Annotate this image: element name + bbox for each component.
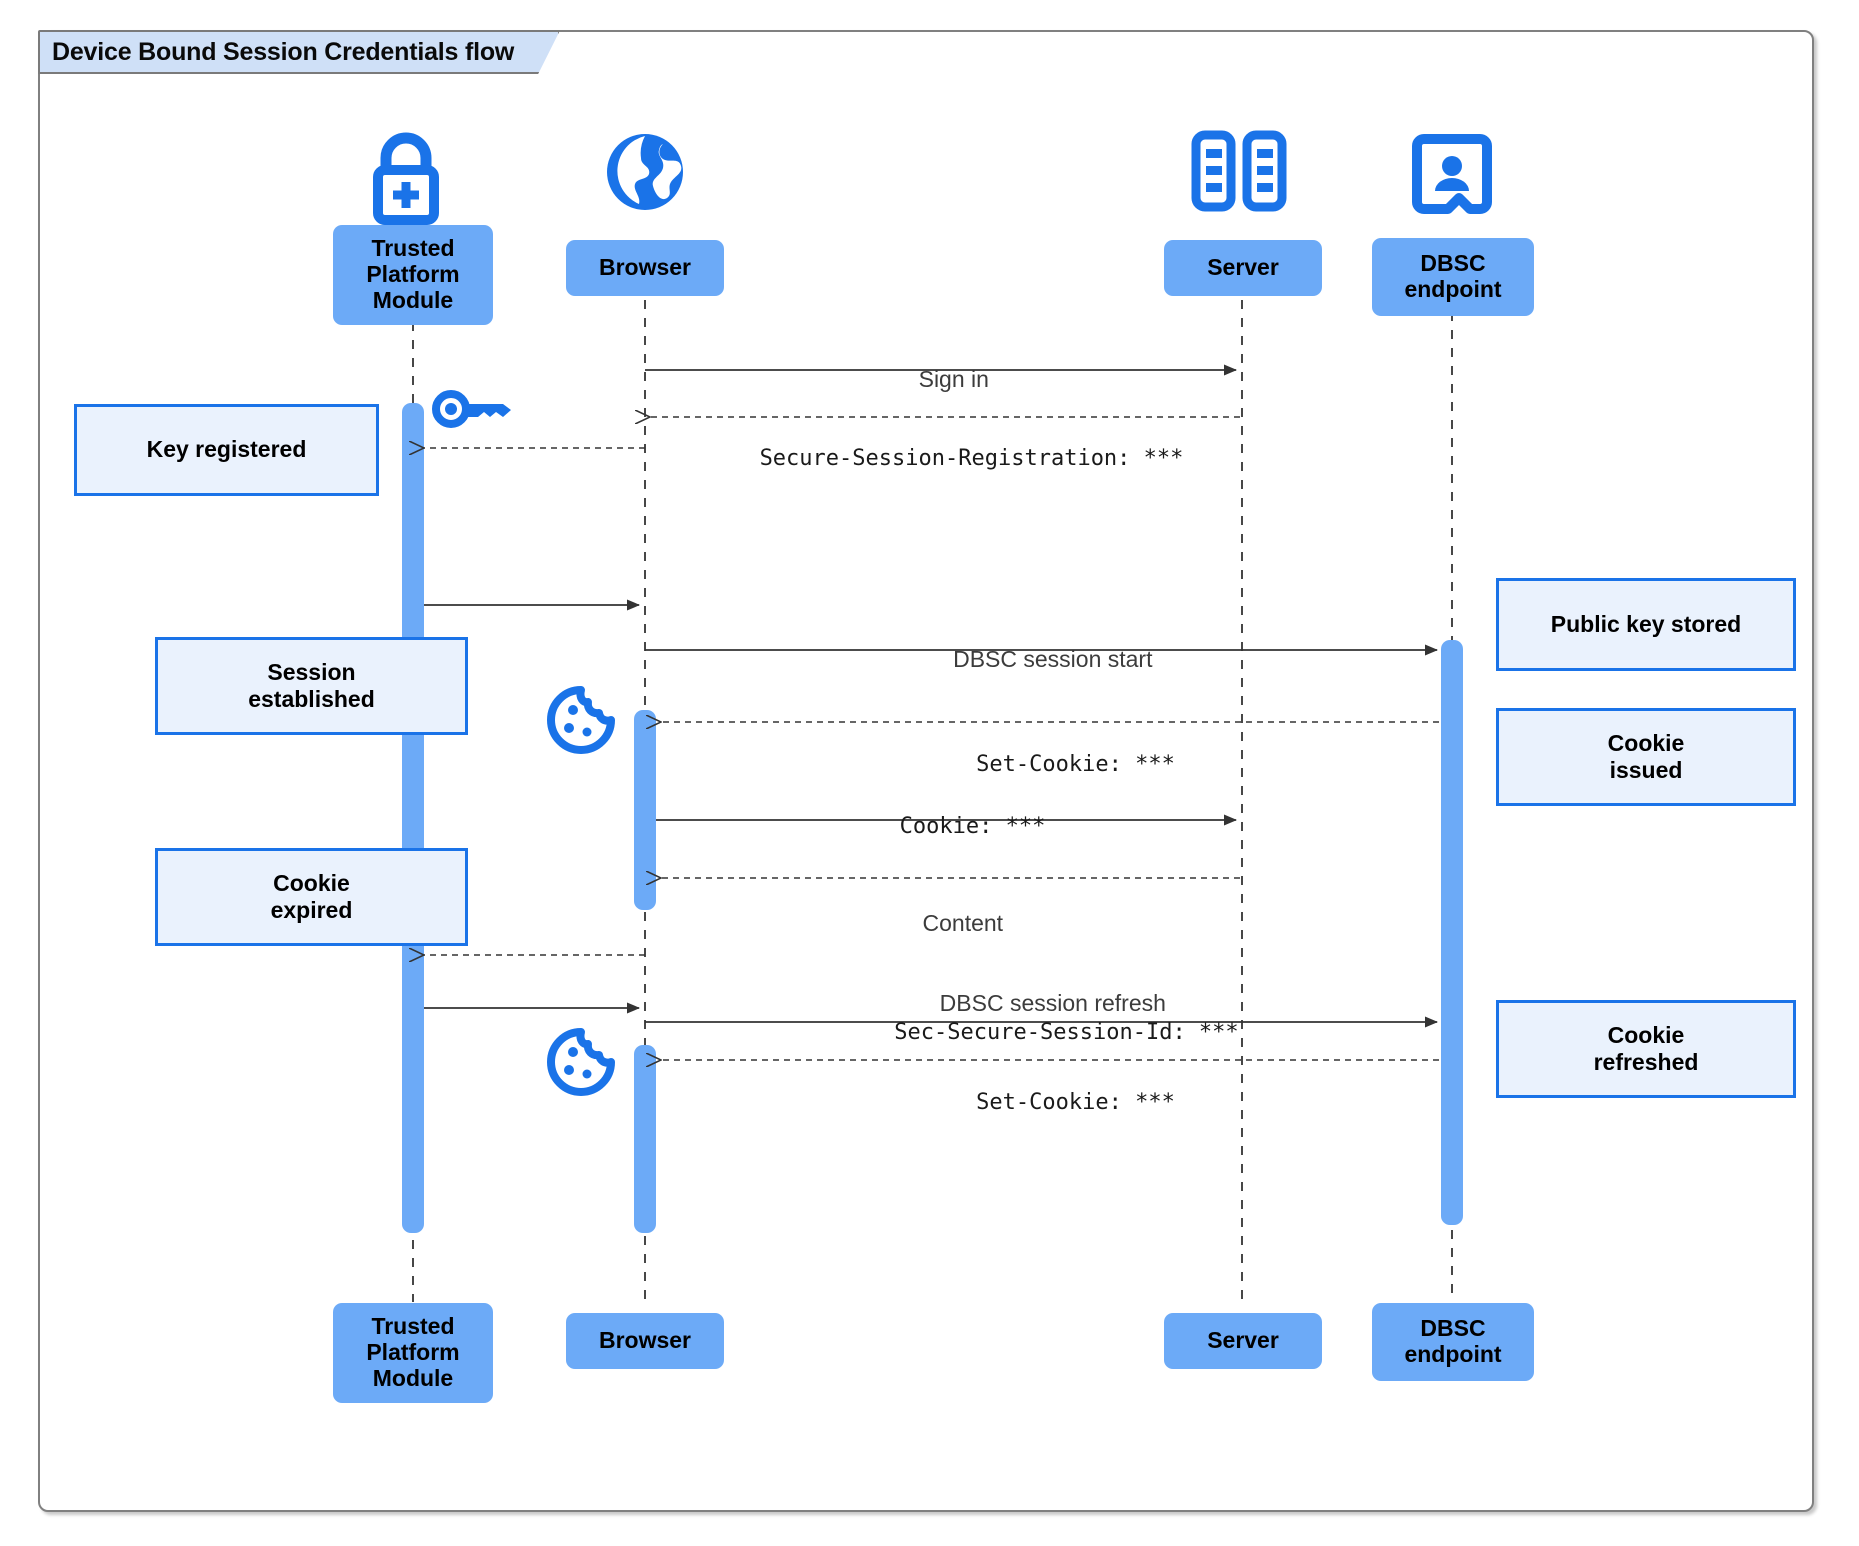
message-text: Set-Cookie: *** xyxy=(976,1090,1175,1116)
message-label-content: Content xyxy=(661,882,1239,965)
participant-label: Server xyxy=(1207,254,1279,281)
message-label-sign-in: Sign in xyxy=(645,338,1237,421)
server-rack-icon xyxy=(1191,130,1287,212)
message-label-sec-secure-session-id: Sec-Secure-Session-Id: *** xyxy=(645,994,1435,1073)
message-text: Cookie: *** xyxy=(899,814,1046,840)
note-label: Public key stored xyxy=(1550,610,1742,637)
frame-title-tab: Device Bound Session Credentials flow xyxy=(38,30,560,74)
message-text: Sec-Secure-Session-Id: *** xyxy=(894,1020,1239,1046)
note-key-registered: Key registered xyxy=(74,404,379,496)
participant-browser-top[interactable]: Browser xyxy=(566,240,724,296)
note-public-key-stored: Public key stored xyxy=(1496,578,1796,671)
participant-dbsc-bottom[interactable]: DBSC endpoint xyxy=(1372,1303,1534,1381)
lock-plus-icon xyxy=(373,132,439,225)
activation-dbsc xyxy=(1441,640,1463,1225)
participant-tpm-top[interactable]: Trusted Platform Module xyxy=(333,225,493,325)
message-arrows xyxy=(424,364,1439,1060)
participant-label: DBSC endpoint xyxy=(1404,1315,1502,1367)
activation-browser-2 xyxy=(634,1045,656,1233)
note-cookie-refreshed: Cookie refreshed xyxy=(1496,1000,1796,1098)
cookie-icon xyxy=(547,686,615,754)
note-session-established: Session established xyxy=(155,637,468,735)
frame-title-label: Device Bound Session Credentials flow xyxy=(52,37,515,66)
message-label-dbsc-session-start: DBSC session start xyxy=(645,618,1435,701)
participant-label: Browser xyxy=(598,1327,692,1354)
activation-tpm xyxy=(402,403,424,1233)
message-text: Sign in xyxy=(918,365,989,392)
note-label: Session established xyxy=(248,658,375,712)
note-cookie-expired: Cookie expired xyxy=(155,848,468,946)
participant-browser-bottom[interactable]: Browser xyxy=(566,1313,724,1369)
globe-icon xyxy=(607,134,683,210)
message-label-secure-session-registration: Secure-Session-Registration: *** xyxy=(650,420,1240,499)
message-text: Secure-Session-Registration: *** xyxy=(759,446,1184,472)
message-text: Content xyxy=(922,909,1004,936)
message-text: DBSC session refresh xyxy=(939,989,1166,1016)
note-cookie-issued: Cookie issued xyxy=(1496,708,1796,806)
note-label: Key registered xyxy=(146,436,307,463)
note-label: Cookie issued xyxy=(1607,729,1685,783)
participant-server-top[interactable]: Server xyxy=(1164,240,1322,296)
participant-tpm-bottom[interactable]: Trusted Platform Module xyxy=(333,1303,493,1403)
message-text: DBSC session start xyxy=(953,645,1153,672)
message-label-dbsc-session-refresh: DBSC session refresh xyxy=(645,962,1435,1045)
participant-label: Trusted Platform Module xyxy=(366,1313,460,1391)
participant-label: Trusted Platform Module xyxy=(366,235,460,313)
cookie-icon xyxy=(547,1028,615,1096)
participant-label: Server xyxy=(1207,1327,1279,1354)
note-label: Cookie refreshed xyxy=(1593,1021,1699,1075)
participant-dbsc-top[interactable]: DBSC endpoint xyxy=(1372,238,1534,316)
activation-browser-1 xyxy=(634,710,656,910)
activation-bars xyxy=(402,403,1463,1233)
participant-label: DBSC endpoint xyxy=(1404,250,1502,302)
id-badge-icon xyxy=(1412,134,1492,214)
message-text: Set-Cookie: *** xyxy=(976,752,1175,778)
message-label-cookie: Cookie: *** xyxy=(656,788,1236,867)
participant-server-bottom[interactable]: Server xyxy=(1164,1313,1322,1369)
key-icon xyxy=(432,390,511,428)
message-label-set-cookie-2: Set-Cookie: *** xyxy=(661,1064,1437,1143)
message-label-set-cookie-1: Set-Cookie: *** xyxy=(661,726,1437,805)
participant-label: Browser xyxy=(598,254,692,281)
note-label: Cookie expired xyxy=(270,869,353,923)
